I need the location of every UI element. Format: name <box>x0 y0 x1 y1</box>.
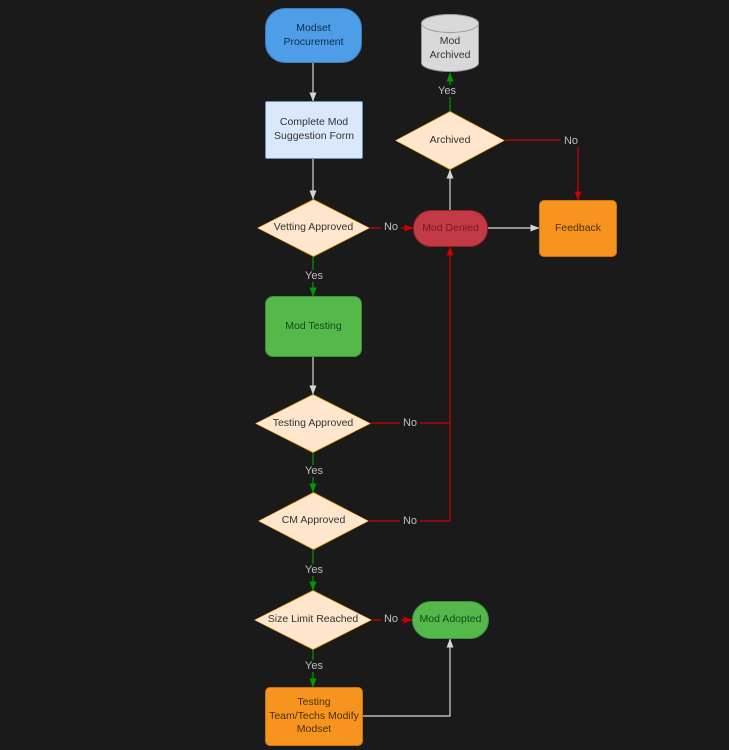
node-size-limit-reached[interactable]: Size Limit Reached <box>254 590 372 650</box>
node-label: Testing Approved <box>272 416 354 429</box>
node-vetting-approved[interactable]: Vetting Approved <box>257 199 370 257</box>
node-mod-archived[interactable]: Mod Archived <box>421 14 479 72</box>
node-label: Testing Team/Techs Modify Modset <box>269 696 359 736</box>
edge-label-archived-yes: Yes <box>435 85 459 97</box>
node-label: Mod Adopted <box>419 613 482 626</box>
node-mod-denied[interactable]: Mod Denied <box>413 210 488 247</box>
node-label: Size Limit Reached <box>267 613 359 626</box>
node-label: Vetting Approved <box>273 221 354 234</box>
node-testing-team-modify-modset[interactable]: Testing Team/Techs Modify Modset <box>265 687 363 746</box>
edge-label-archived-no: No <box>560 135 582 147</box>
node-mod-testing[interactable]: Mod Testing <box>265 296 362 357</box>
edge-modify-to-adopted <box>363 638 454 717</box>
node-label: Mod Archived <box>429 34 471 61</box>
node-mod-adopted[interactable]: Mod Adopted <box>412 601 489 639</box>
node-label: Modset Procurement <box>283 21 344 48</box>
edge-label-testing-no: No <box>399 417 421 429</box>
node-label: Mod Denied <box>422 221 479 234</box>
edge-label-size-yes: Yes <box>302 660 326 672</box>
node-modset-procurement[interactable]: Modset Procurement <box>265 8 362 63</box>
edge-label-cm-yes: Yes <box>302 564 326 576</box>
node-complete-mod-suggestion-form[interactable]: Complete Mod Suggestion Form <box>265 101 363 159</box>
node-cm-approved[interactable]: CM Approved <box>258 492 369 550</box>
node-testing-approved[interactable]: Testing Approved <box>255 394 371 453</box>
node-archived-decision[interactable]: Archived <box>395 111 505 170</box>
node-label: Complete Mod Suggestion Form <box>274 116 354 142</box>
edge-label-vetting-no: No <box>380 221 402 233</box>
node-label: Archived <box>429 133 471 146</box>
edge-archived-no-to-feedback <box>505 139 582 201</box>
edge-label-size-no: No <box>380 613 402 625</box>
node-label: Feedback <box>554 221 602 234</box>
edge-label-testing-yes: Yes <box>302 465 326 477</box>
edge-testing-no-to-denied <box>371 246 454 424</box>
node-label: Mod Testing <box>285 319 342 332</box>
node-feedback[interactable]: Feedback <box>539 200 617 257</box>
edge-cm-no-to-denied <box>369 423 451 522</box>
edge-label-vetting-yes: Yes <box>302 270 326 282</box>
node-label: CM Approved <box>281 514 346 527</box>
edge-label-cm-no: No <box>399 515 421 527</box>
